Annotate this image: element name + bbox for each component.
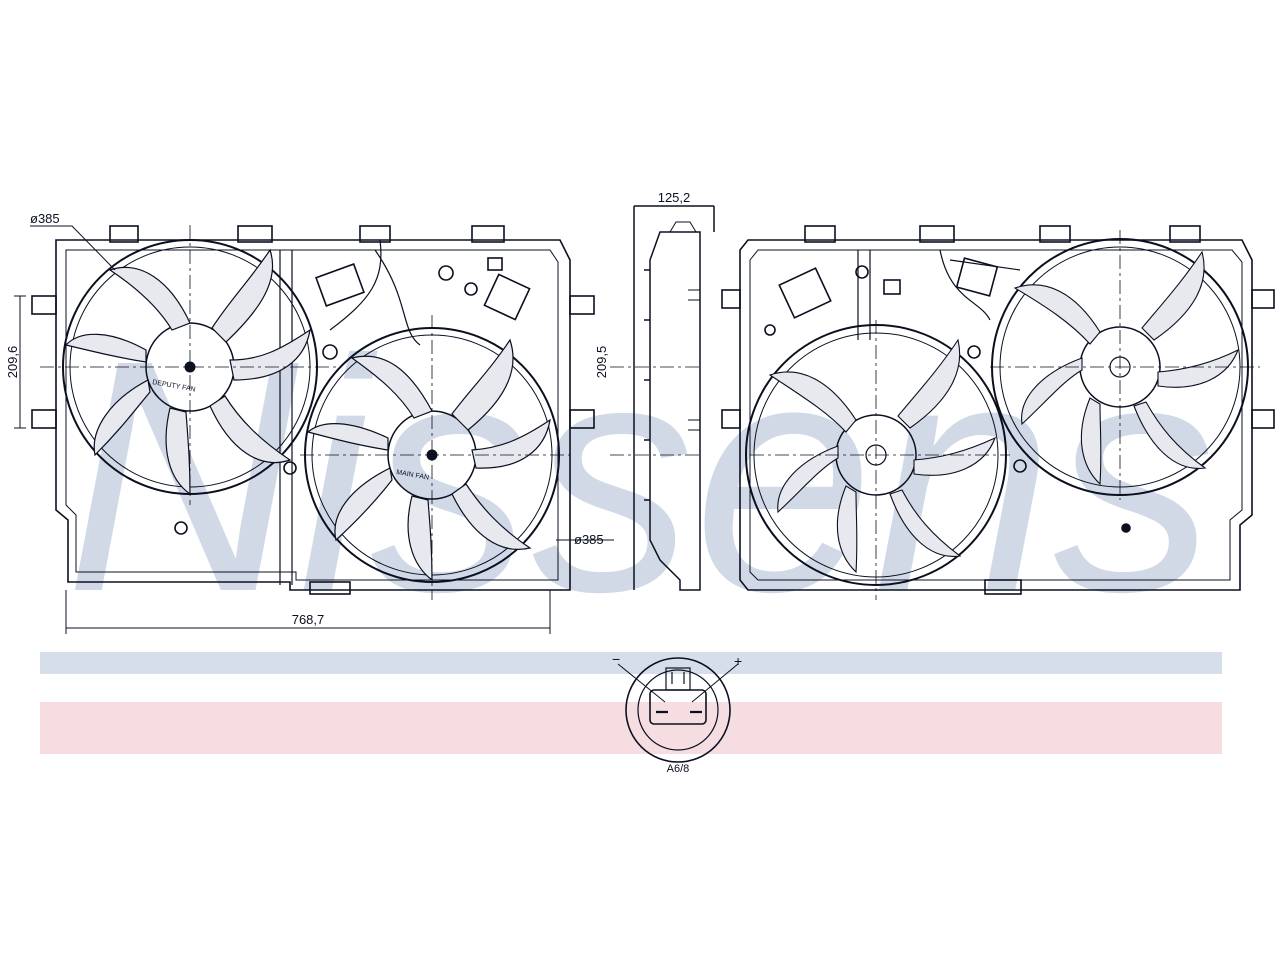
connector-minus: − [612, 651, 620, 667]
rear-fan-left [745, 320, 1010, 600]
connector-caption: A6/8 [667, 763, 690, 775]
front-dimensions [14, 225, 614, 634]
connector-plus: + [734, 653, 742, 669]
dim-bottom-width: 768,7 [292, 612, 325, 627]
side-view [610, 205, 715, 591]
fan-left [40, 225, 340, 505]
dim-side-depth: 125,2 [658, 190, 691, 205]
dim-left-diameter: ø385 [30, 211, 60, 226]
fan-right-front [300, 315, 570, 600]
blue-stripe [40, 652, 1222, 674]
watermark-text: Nissens [65, 291, 1215, 660]
rear-fan-right [990, 230, 1260, 500]
rear-view [721, 225, 1275, 595]
front-view [31, 225, 595, 595]
dim-side-height: 209,5 [594, 346, 609, 379]
dim-left-height: 209,6 [5, 346, 20, 379]
dim-right-diameter: ø385 [574, 532, 604, 547]
connector-diagram [617, 657, 739, 763]
pink-stripe [40, 702, 1222, 754]
